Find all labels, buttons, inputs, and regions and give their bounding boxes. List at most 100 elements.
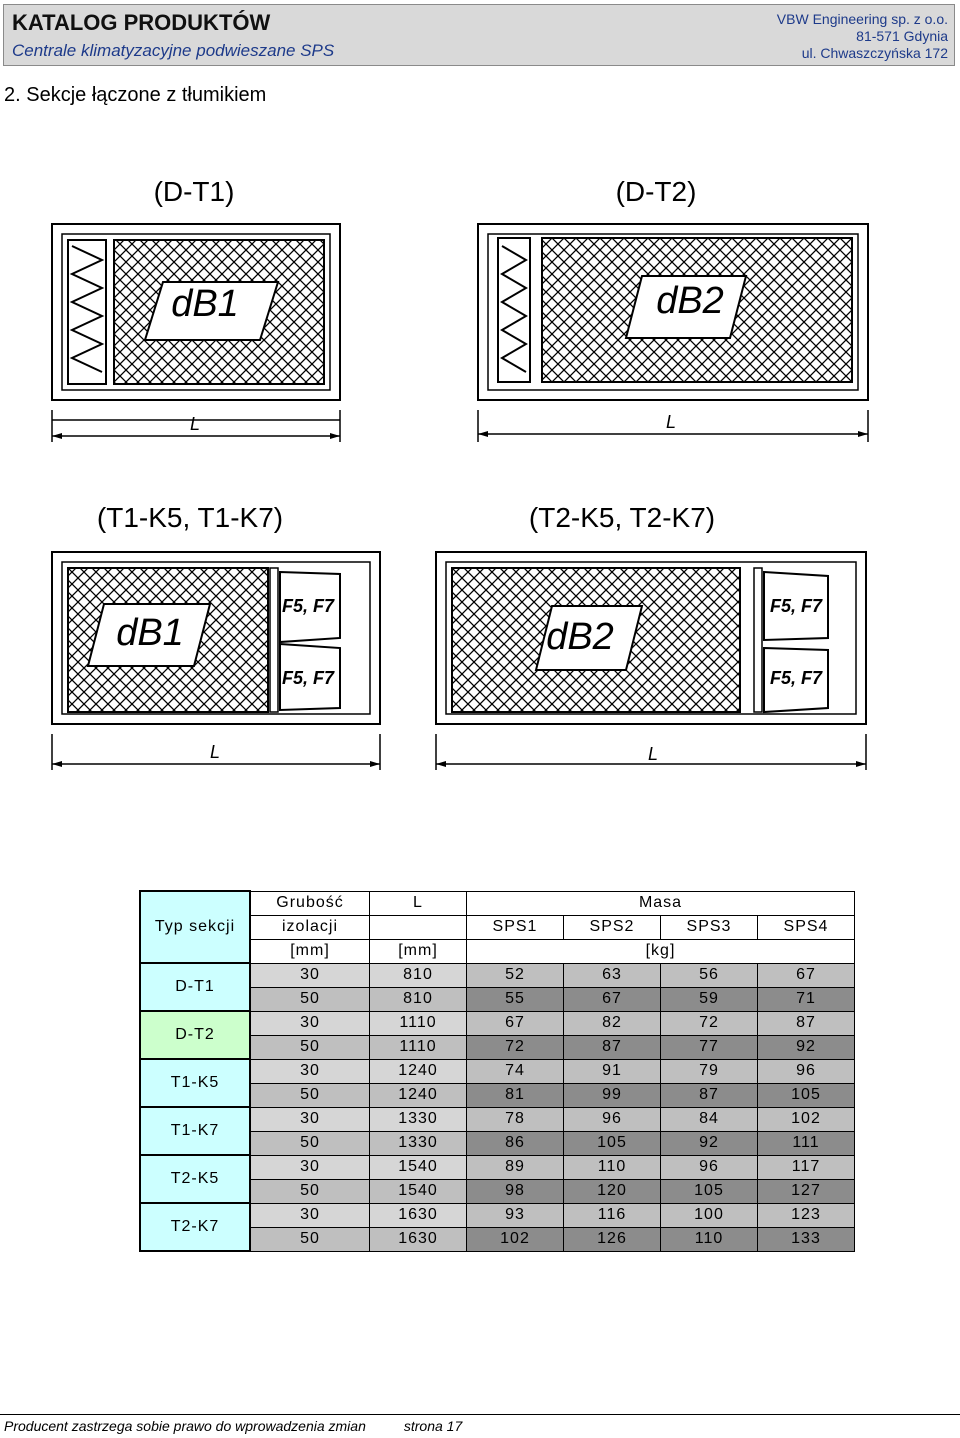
table-cell: 123 (757, 1202, 855, 1228)
table-cell: 56 (660, 962, 758, 988)
section-type-cell: D-T1 (139, 962, 251, 1012)
mass-table: Typ sekcji Grubość L Masa izolacji SPS1 … (139, 890, 855, 1252)
table-cell: 105 (563, 1130, 661, 1156)
table-cell: 1540 (369, 1154, 467, 1180)
badge-dt2: dB2 (656, 280, 724, 322)
badge-t1k: dB1 (116, 612, 184, 654)
badge-t2k: dB2 (546, 616, 614, 658)
table-cell: 1240 (369, 1058, 467, 1084)
table-cell: 50 (249, 1034, 370, 1060)
table-cell: 30 (249, 1106, 370, 1132)
badge-dt1: dB1 (171, 283, 239, 325)
company-name: VBW Engineering sp. z o.o. (776, 11, 948, 27)
dim-t2k: L (648, 744, 659, 764)
table-cell: 100 (660, 1202, 758, 1228)
footer-note: Producent zastrzega sobie prawo do wprow… (4, 1418, 366, 1434)
header-sps1: SPS1 (466, 914, 564, 940)
section-type-cell: T1-K7 (139, 1106, 251, 1156)
table-cell: 89 (466, 1154, 564, 1180)
table-cell: 1540 (369, 1178, 467, 1204)
table-cell: 50 (249, 1130, 370, 1156)
section-title: 2. Sekcje łączone z tłumikiem (4, 84, 267, 106)
table-cell: 87 (660, 1082, 758, 1108)
page-number: strona 17 (403, 1418, 463, 1434)
filter-top-t1k: F5, F7 (282, 596, 335, 616)
table-cell: 98 (466, 1178, 564, 1204)
caption-dt2: (D-T2) (615, 176, 697, 207)
dim-t1k: L (210, 742, 221, 762)
table-cell: 30 (249, 1202, 370, 1228)
table-cell: 63 (563, 962, 661, 988)
company-street: ul. Chwaszczyńska 172 (801, 45, 948, 61)
table-cell: 50 (249, 1082, 370, 1108)
table-cell: 86 (466, 1130, 564, 1156)
table-cell: 50 (249, 1226, 370, 1252)
caption-t1k: (T1-K5, T1-K7) (96, 502, 284, 533)
table-cell: 72 (466, 1034, 564, 1060)
section-type-cell: T2-K5 (139, 1154, 251, 1204)
header-grubosc-unit: [mm] (249, 938, 370, 964)
table-cell: 81 (466, 1082, 564, 1108)
table-cell: 110 (563, 1154, 661, 1180)
table-cell: 50 (249, 986, 370, 1012)
header-sps4: SPS4 (757, 914, 855, 940)
table-cell: 117 (757, 1154, 855, 1180)
diagram-t2k (435, 551, 867, 770)
table-cell: 96 (660, 1154, 758, 1180)
section-type-cell: T2-K7 (139, 1202, 251, 1252)
section-type-cell: T1-K5 (139, 1058, 251, 1108)
table-cell: 72 (660, 1010, 758, 1036)
table-cell: 91 (563, 1058, 661, 1084)
header-sps3: SPS3 (660, 914, 758, 940)
dim-dt1: L (190, 414, 201, 434)
catalog-title: KATALOG PRODUKTÓW (12, 10, 271, 35)
diagram-t1k (51, 551, 381, 770)
table-cell: 50 (249, 1178, 370, 1204)
table-cell: 110 (660, 1226, 758, 1252)
table-cell: 67 (757, 962, 855, 988)
caption-dt1: (D-T1) (153, 176, 235, 207)
table-cell: 111 (757, 1130, 855, 1156)
table-cell: 105 (757, 1082, 855, 1108)
table-cell: 1630 (369, 1226, 467, 1252)
table-header-row: Typ sekcji Grubość L Masa (139, 890, 855, 964)
table-cell: 1240 (369, 1082, 467, 1108)
header-grubosc-2: izolacji (249, 914, 370, 940)
filter-top-t2k: F5, F7 (770, 596, 823, 616)
table-cell: 82 (563, 1010, 661, 1036)
table-cell: 71 (757, 986, 855, 1012)
dim-dt2: L (666, 412, 677, 432)
table-cell: 55 (466, 986, 564, 1012)
table-cell: 1630 (369, 1202, 467, 1228)
table-cell: 67 (466, 1010, 564, 1036)
table-cell: 99 (563, 1082, 661, 1108)
table-cell: 30 (249, 962, 370, 988)
caption-t2k: (T2-K5, T2-K7) (528, 502, 716, 533)
diagram-dt2 (477, 223, 869, 442)
table-cell: 127 (757, 1178, 855, 1204)
table-cell: 92 (757, 1034, 855, 1060)
table-cell: 96 (757, 1058, 855, 1084)
table-cell: 1110 (369, 1010, 467, 1036)
header-grubosc-1: Grubość (249, 890, 370, 916)
table-cell: 810 (369, 986, 467, 1012)
table-header-row: izolacji SPS1 SPS2 SPS3 SPS4 (140, 914, 855, 940)
table-cell: 810 (369, 962, 467, 988)
table-cell: 74 (466, 1058, 564, 1084)
table-cell: 79 (660, 1058, 758, 1084)
company-city: 81-571 Gdynia (856, 28, 948, 44)
header-sps2: SPS2 (563, 914, 661, 940)
table-cell: 77 (660, 1034, 758, 1060)
table-cell: 120 (563, 1178, 661, 1204)
table-cell: 102 (757, 1106, 855, 1132)
table-cell: 93 (466, 1202, 564, 1228)
table-cell: 126 (563, 1226, 661, 1252)
table-cell: 102 (466, 1226, 564, 1252)
